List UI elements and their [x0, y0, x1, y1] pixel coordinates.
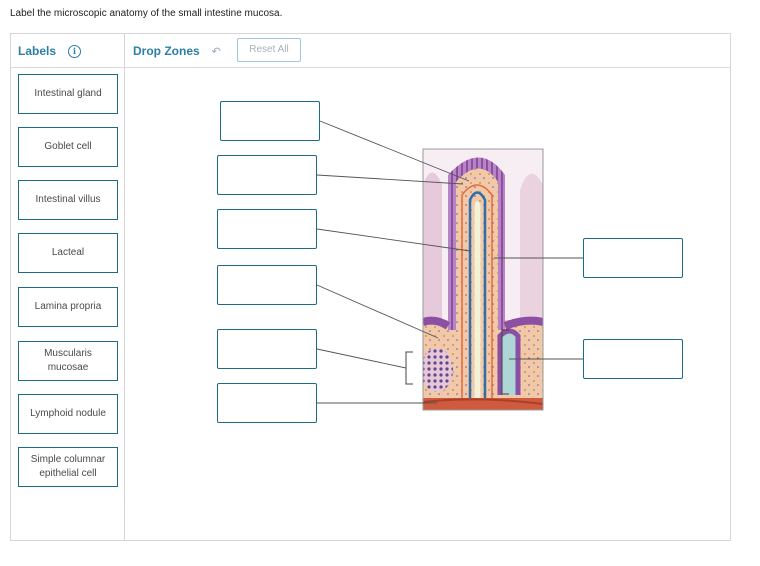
- label-intestinal-gland[interactable]: Intestinal gland: [18, 74, 118, 114]
- label-goblet-cell[interactable]: Goblet cell: [18, 127, 118, 167]
- header-divider: [11, 67, 730, 68]
- drop-zone-2[interactable]: [217, 155, 317, 195]
- info-circle-icon[interactable]: i: [68, 44, 82, 58]
- undo-arrow-icon[interactable]: ↶: [211, 45, 221, 58]
- label-simple-columnar-epithelial-cell[interactable]: Simple columnar epithelial cell: [18, 447, 118, 487]
- labels-title: Labels: [18, 44, 57, 58]
- drop-zone-6[interactable]: [217, 383, 317, 423]
- tissue-illustration: [423, 149, 543, 410]
- labels-header: Labels i: [18, 44, 82, 58]
- label-lymphoid-nodule[interactable]: Lymphoid nodule: [18, 394, 118, 434]
- leader-lines: [316, 120, 583, 404]
- drop-zones-title: Drop Zones: [133, 44, 200, 58]
- label-lamina-propria[interactable]: Lamina propria: [18, 287, 118, 327]
- drop-zones-header: Drop Zones ↶: [133, 44, 221, 58]
- instruction-text: Label the microscopic anatomy of the sma…: [10, 8, 283, 19]
- label-lacteal[interactable]: Lacteal: [18, 233, 118, 273]
- drop-zone-3[interactable]: [217, 209, 317, 249]
- activity-panel: Labels i Drop Zones ↶ Reset All Intestin…: [10, 33, 731, 541]
- drop-zone-7[interactable]: [583, 238, 683, 278]
- label-intestinal-villus[interactable]: Intestinal villus: [18, 180, 118, 220]
- label-muscularis-mucosae[interactable]: Muscularis mucosae: [18, 341, 118, 381]
- labels-column: Labels i: [11, 34, 125, 540]
- drop-zone-8[interactable]: [583, 339, 683, 379]
- reset-all-button[interactable]: Reset All: [237, 38, 301, 62]
- drop-zone-1[interactable]: [220, 101, 320, 141]
- drop-zone-5[interactable]: [217, 329, 317, 369]
- drop-zone-4[interactable]: [217, 265, 317, 305]
